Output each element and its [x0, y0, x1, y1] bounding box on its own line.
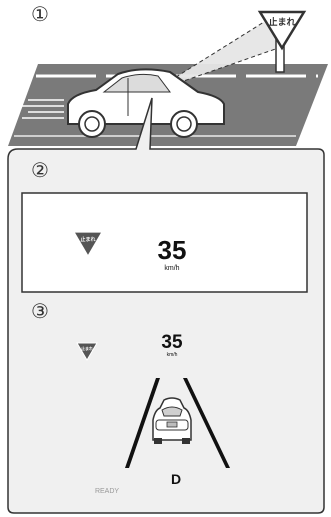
gear-indicator: D: [171, 471, 181, 487]
svg-text:止まれ: 止まれ: [81, 345, 93, 351]
step-two-marker: ②: [31, 158, 49, 182]
meter-speed-value: 35: [161, 332, 183, 353]
step-one-marker: ①: [31, 2, 49, 26]
callout-panel: [8, 98, 324, 513]
display-speed-value: 35: [158, 235, 187, 265]
step-three-marker: ③: [31, 299, 49, 323]
svg-text:止まれ: 止まれ: [80, 236, 95, 243]
display-speed-unit: km/h: [164, 265, 179, 272]
stop-sign-text: 止まれ: [268, 16, 295, 28]
meter-speed-unit: km/h: [167, 352, 178, 358]
ready-indicator: READY: [95, 488, 119, 495]
